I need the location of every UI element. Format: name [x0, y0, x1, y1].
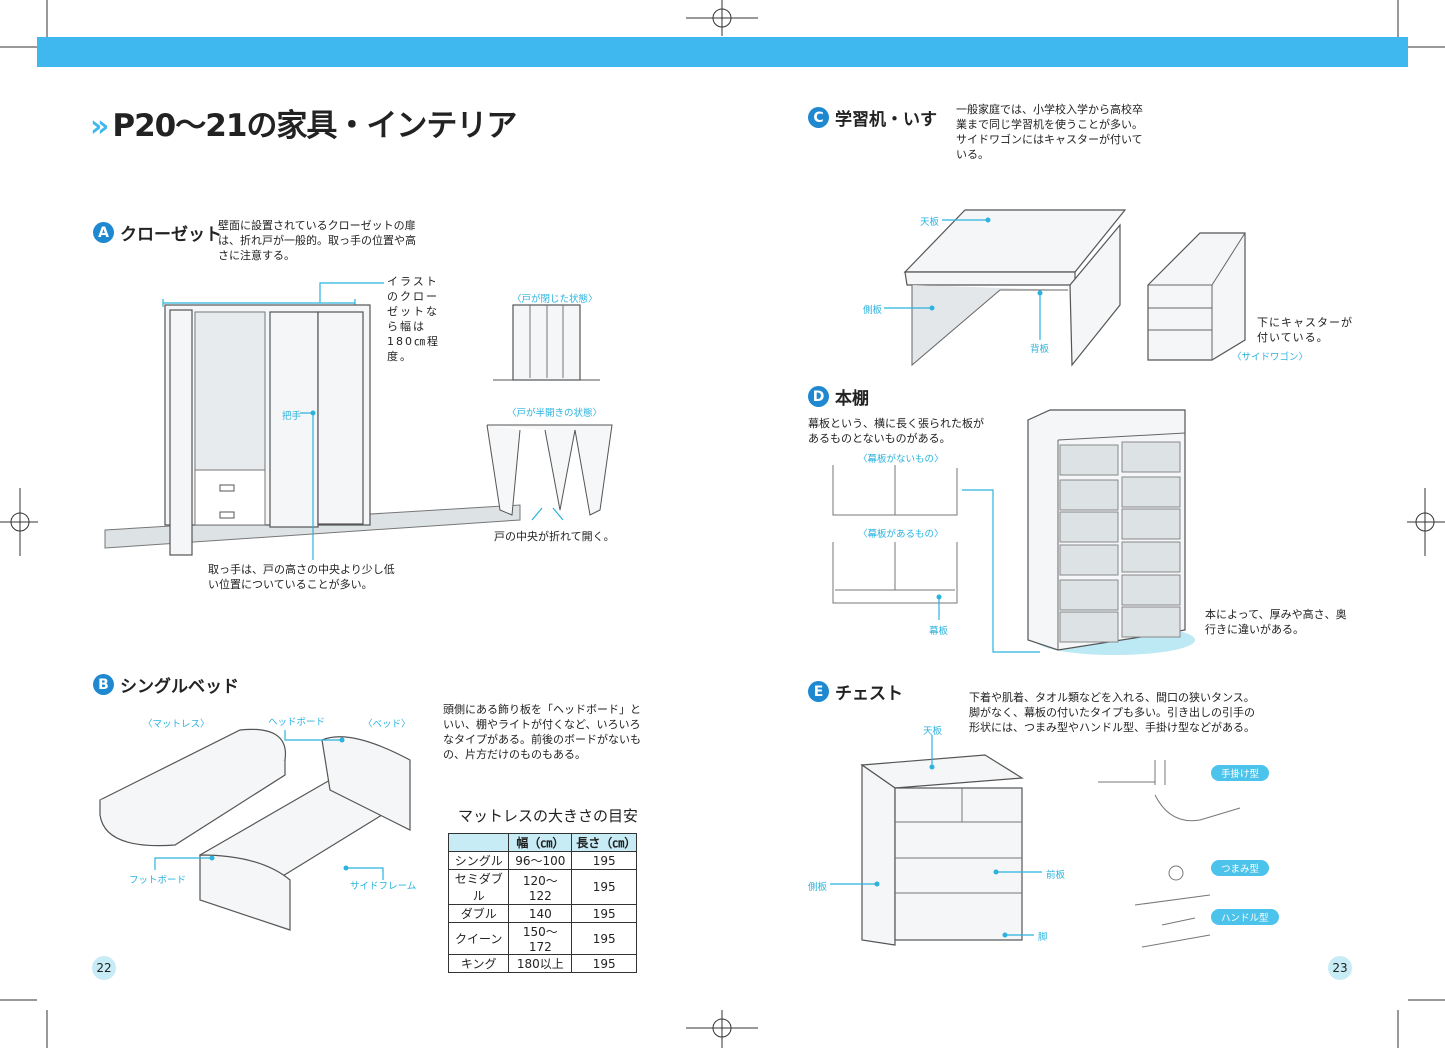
- table-cell: 120〜122: [508, 869, 573, 905]
- handle-label: 把手: [282, 411, 302, 422]
- section-a-desc: 壁面に設置されているクローゼットの扉は、折れ戸が一般的。取っ手の位置や高さに注意…: [218, 219, 416, 262]
- section-b-desc: 頭側にある飾り板を「ヘッドボード」といい、棚やライトが付くなど、いろいろなタイプ…: [443, 703, 641, 761]
- pill-tsumami: つまみ型: [1211, 860, 1270, 876]
- table-cell: ダブル: [447, 904, 510, 923]
- section-d-title: 本棚: [835, 389, 869, 409]
- table-header: 幅（㎝）: [508, 833, 573, 852]
- section-c-title: 学習机・いす: [835, 110, 937, 130]
- chest-illustration: [830, 735, 1241, 948]
- makuita-label: 幕板: [929, 626, 949, 637]
- section-c-desc: 一般家庭では、小学校入学から高校卒業まで同じ学習机を使うことが多い。サイドワゴン…: [956, 103, 1143, 161]
- without-makuita-label: 〈幕板がないもの〉: [858, 454, 944, 465]
- bed-illustration: [99, 728, 411, 931]
- section-e-desc: 下着や肌着、タオル類などを入れる、間口の狭いタンス。脚がなく、幕板の付いたタイプ…: [969, 691, 1255, 734]
- page-number-left: 22: [92, 956, 116, 980]
- section-d-desc: 幕板という、横に長く張られた板があるものとないものがある。: [808, 417, 984, 445]
- closet-width-note: イラストのクローゼットなら幅は180㎝程度。: [387, 275, 440, 363]
- table-cell: 150〜172: [508, 922, 573, 955]
- page-title-text: P20〜21の家具・インテリア: [112, 108, 517, 144]
- section-d-heading: D 本棚: [808, 384, 869, 409]
- table-header: 長さ（㎝）: [571, 833, 637, 852]
- section-e-heading: E チェスト: [808, 679, 903, 704]
- page-title: »P20〜21の家具・インテリア: [90, 100, 517, 145]
- desk-illustration: [884, 209, 1246, 367]
- section-a-title: クローゼット: [120, 225, 222, 245]
- table-cell: 195: [571, 851, 637, 870]
- table-cell: シングル: [447, 851, 510, 870]
- bookshelf-illustration: [832, 409, 1195, 655]
- side-frame-label: サイドフレーム: [350, 881, 417, 892]
- table-header: [447, 833, 510, 852]
- headboard-label: ヘッドボード: [268, 717, 326, 728]
- badge-e: E: [808, 681, 829, 702]
- closet-illustration: [104, 282, 613, 560]
- handle-note: 取っ手は、戸の高さの中央より少し低い位置についていることが多い。: [208, 563, 395, 591]
- desk-back-label: 背板: [1030, 344, 1050, 355]
- table-cell: クイーン: [447, 922, 510, 955]
- section-a-heading: A クローゼット: [93, 220, 222, 245]
- table-cell: 140: [508, 904, 573, 923]
- mattress-label: 〈マットレス〉: [143, 719, 210, 730]
- section-c-heading: C 学習机・いす: [808, 105, 937, 130]
- section-b-title: シングルベッド: [120, 677, 239, 697]
- fold-note: 戸の中央が折れて開く。: [494, 530, 615, 543]
- pill-tekake: 手掛け型: [1211, 765, 1270, 781]
- badge-b: B: [93, 674, 114, 695]
- bed-label: 〈ベッド〉: [363, 719, 411, 730]
- section-b-heading: B シングルベッド: [93, 672, 239, 697]
- side-wagon-label: 〈サイドワゴン〉: [1232, 352, 1309, 363]
- page-number-right: 23: [1328, 956, 1352, 980]
- desk-side-label: 側板: [863, 305, 883, 316]
- with-makuita-label: 〈幕板があるもの〉: [858, 529, 944, 540]
- badge-d: D: [808, 386, 829, 407]
- mattress-table-title: マットレスの大きさの目安: [458, 807, 639, 825]
- desk-top-label: 天板: [920, 217, 940, 228]
- footboard-label: フットボード: [129, 875, 187, 886]
- chest-front-label: 前板: [1046, 870, 1066, 881]
- double-chevron-icon: »: [90, 109, 109, 144]
- table-cell: キング: [447, 954, 510, 973]
- books-note: 本によって、厚みや高さ、奥行きに違いがある。: [1205, 608, 1347, 636]
- chest-leg-label: 脚: [1038, 932, 1048, 943]
- table-cell: 195: [571, 904, 637, 923]
- table-cell: 96〜100: [508, 851, 573, 870]
- badge-a: A: [93, 222, 114, 243]
- table-cell: セミダブル: [447, 869, 510, 905]
- table-cell: 195: [571, 869, 637, 905]
- table-cell: 195: [571, 922, 637, 955]
- pill-handle: ハンドル型: [1211, 909, 1279, 925]
- badge-c: C: [808, 107, 829, 128]
- table-cell: 195: [571, 954, 637, 973]
- table-header-row: 幅（㎝） 長さ（㎝）: [447, 833, 637, 852]
- half-open-state-label: 〈戸が半開きの状態〉: [507, 408, 603, 419]
- caster-note: 下にキャスターが付いている。: [1257, 316, 1353, 344]
- table-cell: 180以上: [508, 954, 573, 973]
- chest-side-label: 側板: [808, 882, 828, 893]
- header-bar: [37, 37, 1408, 67]
- closed-state-label: 〈戸が閉じた状態〉: [512, 294, 598, 305]
- section-e-title: チェスト: [835, 684, 903, 704]
- chest-top-label: 天板: [923, 726, 943, 737]
